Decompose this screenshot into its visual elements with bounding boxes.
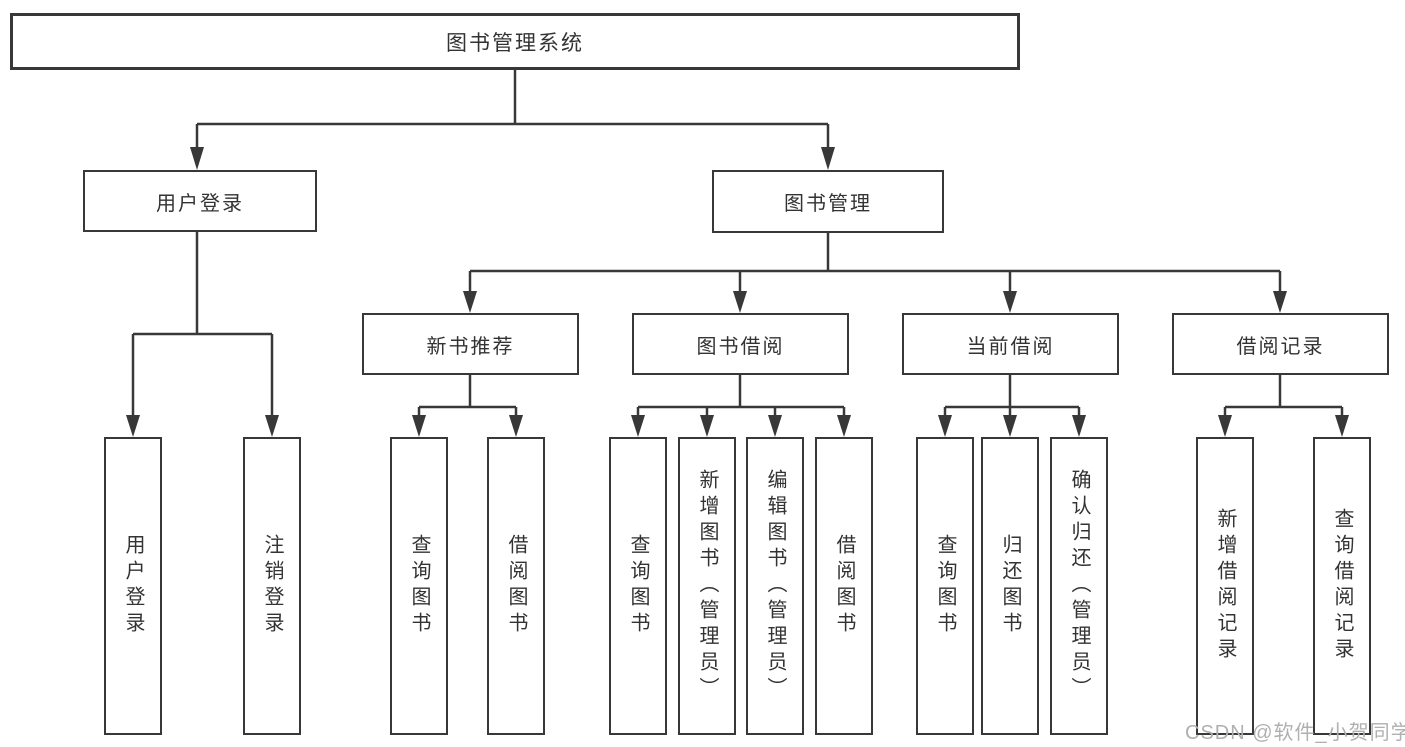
connector-book-management-to-level3 [468,233,1282,293]
leaf-logout: 注销登录 [243,437,301,735]
connector-current-borrowing-to-leaves [943,375,1081,417]
csdn-watermark: CSDN @软件_小贺同学 [1185,722,1405,744]
leaf-borrow-books-borrowing: 借阅图书 [815,437,873,735]
leaf-query-books-borrowing: 查询图书 [609,437,667,735]
leaf-edit-books-admin: 编辑图书（管理员） [746,437,804,735]
node-current-borrowing: 当前借阅 [902,313,1119,375]
leaf-return-books: 归还图书 [981,437,1039,735]
leaf-query-borrow-record: 查询借阅记录 [1313,437,1371,735]
leaf-add-borrow-record: 新增借阅记录 [1196,437,1254,735]
arrow-down-icon [1218,415,1349,437]
arrow-down-icon [938,415,1086,437]
leaf-query-books-recommend: 查询图书 [390,437,448,735]
connector-root-to-level2 [195,70,830,150]
node-library-management-system: 图书管理系统 [10,13,1020,70]
leaf-query-books-current: 查询图书 [916,437,974,735]
leaf-borrow-books-recommend: 借阅图书 [487,437,545,735]
node-borrow-records: 借阅记录 [1172,313,1389,375]
arrow-down-icon [412,415,523,437]
node-new-book-recommend: 新书推荐 [362,313,579,375]
connector-new-book-recommend-to-leaves [417,375,518,417]
arrow-down-icon [631,415,851,437]
node-book-borrowing: 图书借阅 [632,313,849,375]
connector-book-borrowing-to-leaves [636,375,846,417]
node-book-management-branch: 图书管理 [712,170,944,233]
leaf-add-books-admin: 新增图书（管理员） [678,437,736,735]
arrow-down-icon [190,147,835,170]
connector-borrow-records-to-leaves [1223,375,1344,417]
node-user-login-branch: 用户登录 [83,170,317,232]
arrow-down-icon [126,415,279,437]
arrow-down-icon [463,291,1287,313]
leaf-user-login: 用户登录 [104,437,162,735]
leaf-confirm-return-admin: 确认归还（管理员） [1050,437,1108,735]
connector-user-login-to-leaves [131,232,274,417]
